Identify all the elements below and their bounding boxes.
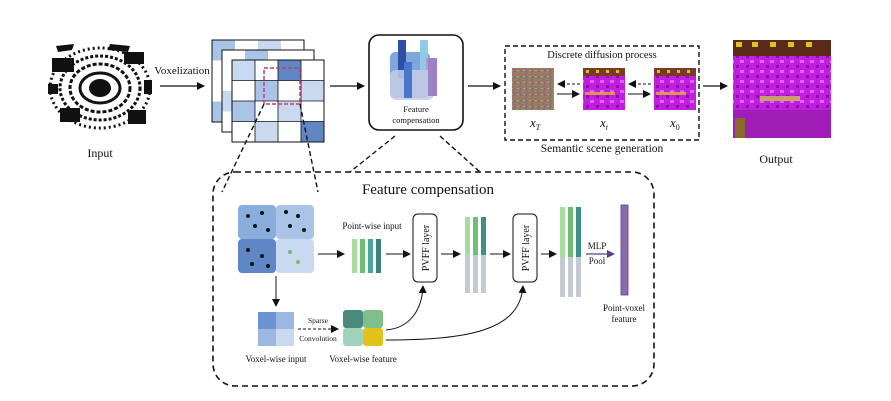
point-wise-input-bars: [352, 239, 381, 273]
feature-compensation-block: Feature compensation: [368, 34, 464, 131]
detail-title: Feature compensation: [362, 182, 495, 198]
input-lidar-image: [46, 40, 154, 136]
voxel-grid-front: [231, 59, 325, 143]
point-voxel-grid: [238, 205, 314, 273]
convolution-label: Convolution: [299, 334, 337, 343]
arrow-voxelfeature-to-pvff1: [385, 285, 427, 331]
zoom-line-left: [221, 103, 265, 193]
voxel-wise-feature-label: Voxel-wise feature: [329, 354, 397, 364]
pvff-layer-2-label: PVFF layer: [521, 224, 532, 271]
sparse-label: Sparse: [308, 316, 329, 325]
final-feature-bars: [560, 207, 581, 297]
voxelization-label: Voxelization: [154, 65, 210, 77]
voxel-selection-box: [263, 67, 301, 105]
arrow-voxelfeature-to-pvff2: [385, 285, 527, 341]
output-scene-image: [733, 40, 831, 138]
mlp-label: MLP: [588, 241, 607, 251]
diffusion-process-block: Discrete diffusion process xT xt x0: [504, 45, 700, 141]
diffusion-title: Discrete diffusion process: [547, 50, 656, 61]
input-label: Input: [87, 146, 113, 160]
zoom-line-right: [299, 103, 319, 193]
pvff-layer-1: [412, 213, 438, 283]
scene-image-x0: [654, 68, 696, 110]
scene-image-xt: [583, 68, 625, 110]
label-xt: xt: [599, 115, 609, 132]
voxel-grid-stack: [211, 39, 325, 143]
point-voxel-feature-bar: [620, 204, 629, 296]
zoom-line-feature-right: [439, 135, 481, 173]
voxel-wise-input-label: Voxel-wise input: [245, 354, 307, 364]
feature-box-label-line2: compensation: [392, 115, 440, 125]
point-wise-input-label: Point-wise input: [342, 221, 402, 231]
point-voxel-label-line2: feature: [612, 314, 637, 324]
pool-label: Pool: [589, 256, 606, 266]
noise-image-xT: [512, 68, 554, 110]
intermediate-feature-bars: [465, 217, 486, 293]
zoom-line-feature-left: [349, 135, 396, 173]
label-x0: x0: [669, 115, 680, 132]
point-voxel-label-line1: Point-voxel: [603, 303, 645, 313]
voxel-wise-feature-grid: [343, 310, 383, 346]
output-label: Output: [759, 152, 793, 166]
semantic-scene-generation-label: Semantic scene generation: [541, 143, 664, 155]
feature-box-label-line1: Feature: [403, 104, 429, 114]
feature-compensation-detail: Feature compensation Point-wise input: [212, 171, 655, 387]
pvff-layer-2: [512, 213, 538, 283]
pvff-layer-1-label: PVFF layer: [421, 224, 432, 271]
voxel-wise-input-grid: [258, 312, 294, 346]
label-xT: xT: [529, 115, 541, 132]
